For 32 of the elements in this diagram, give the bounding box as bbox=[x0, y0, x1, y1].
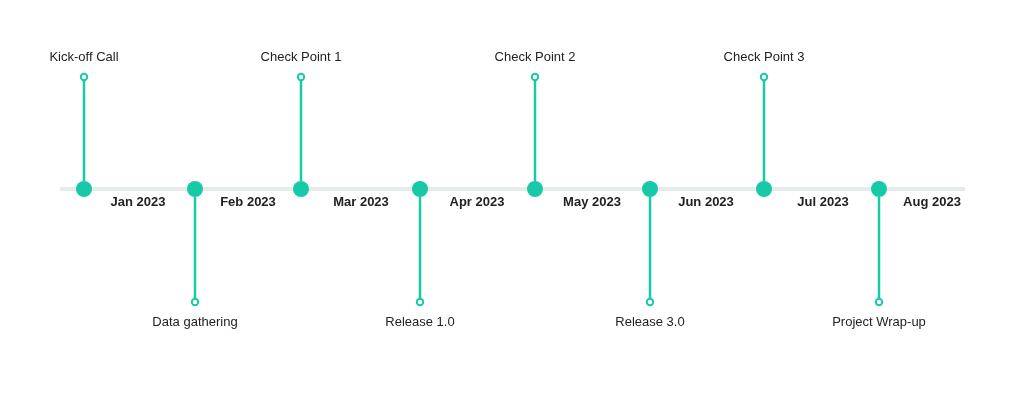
month-label: Jan 2023 bbox=[110, 194, 166, 210]
connector-line bbox=[190, 197, 200, 307]
milestone-label: Release 1.0 bbox=[385, 314, 455, 330]
connector-line bbox=[874, 197, 884, 307]
milestone-dot bbox=[76, 181, 92, 197]
connector-line bbox=[759, 72, 769, 181]
month-label: Aug 2023 bbox=[903, 194, 961, 210]
connector-line bbox=[645, 197, 655, 307]
connector-line bbox=[79, 72, 89, 181]
month-label: Feb 2023 bbox=[220, 194, 276, 210]
connector-line bbox=[415, 197, 425, 307]
milestone-dot bbox=[642, 181, 658, 197]
milestone-label: Check Point 1 bbox=[260, 49, 342, 65]
milestone-dot bbox=[871, 181, 887, 197]
milestone-dot bbox=[412, 181, 428, 197]
milestone-label: Check Point 2 bbox=[494, 49, 576, 65]
milestone-dot bbox=[293, 181, 309, 197]
milestone-label: Data gathering bbox=[152, 314, 238, 330]
milestone-label: Release 3.0 bbox=[615, 314, 685, 330]
connector-line bbox=[530, 72, 540, 181]
milestone-label: Kick-off Call bbox=[49, 49, 119, 65]
milestone-label: Check Point 3 bbox=[723, 49, 805, 65]
month-label: Jul 2023 bbox=[797, 194, 849, 210]
milestone-dot bbox=[756, 181, 772, 197]
month-label: Apr 2023 bbox=[449, 194, 505, 210]
month-label: Mar 2023 bbox=[333, 194, 389, 210]
milestone-label: Project Wrap-up bbox=[832, 314, 926, 330]
milestone-dot bbox=[527, 181, 543, 197]
connector-line bbox=[296, 72, 306, 181]
milestone-dot bbox=[187, 181, 203, 197]
month-label: Jun 2023 bbox=[678, 194, 734, 210]
month-label: May 2023 bbox=[563, 194, 621, 210]
